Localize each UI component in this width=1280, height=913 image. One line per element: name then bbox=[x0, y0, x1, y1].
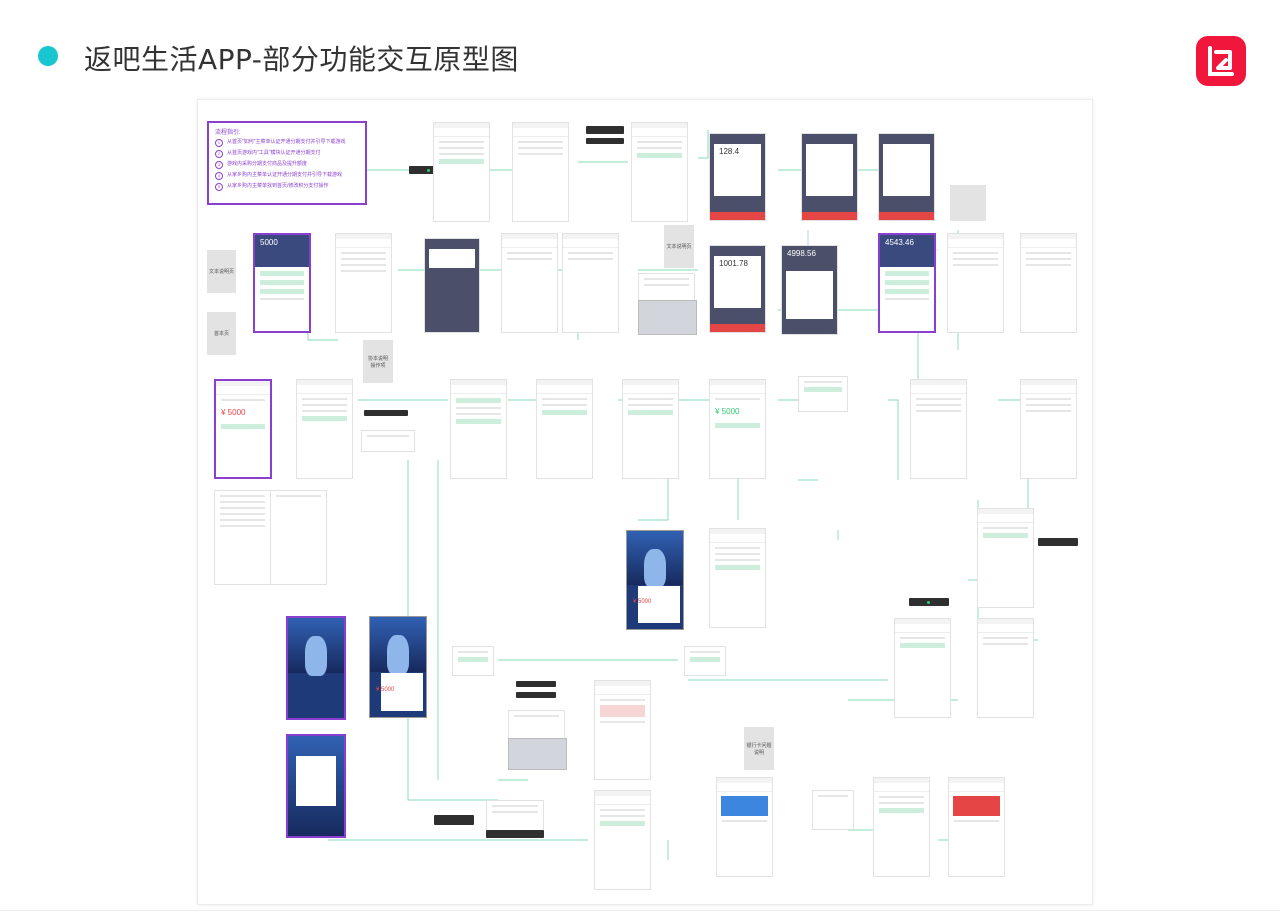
legend-text: 从家乡购内主菜单找到首页/修改积分支付操作 bbox=[227, 183, 329, 189]
fanba-logo-icon bbox=[1196, 36, 1246, 86]
toast-label bbox=[409, 166, 449, 174]
game-screen: ¥ 5000 bbox=[369, 616, 427, 718]
game-screen bbox=[286, 734, 346, 838]
game-screen bbox=[286, 616, 346, 720]
text-note: 文本说明页 bbox=[207, 250, 236, 293]
legend-item: 3 游戏内采购分期支付商品及提升额度 bbox=[215, 161, 359, 169]
phone-screen bbox=[622, 379, 679, 479]
dialog-box bbox=[361, 430, 415, 452]
phone-screen bbox=[512, 122, 569, 222]
phone-screen bbox=[424, 238, 480, 333]
flow-legend: 流程指引: 1 从首页"如何"主菜单认证开通分期支付并引导下载游戏 2 从首页游戏内… bbox=[207, 121, 367, 205]
legend-item: 5 从家乡购内主菜单找到首页/修改积分支付操作 bbox=[215, 183, 359, 191]
toast-label bbox=[1038, 538, 1078, 546]
balance-amount: 128.4 bbox=[719, 147, 740, 156]
toast-label bbox=[909, 598, 949, 606]
page-title: 返吧生活APP-部分功能交互原型图 bbox=[84, 43, 519, 76]
phone-screen bbox=[433, 122, 490, 222]
phone-screen bbox=[594, 790, 651, 890]
legend-number: 3 bbox=[215, 161, 223, 169]
legend-item: 1 从首页"如何"主菜单认证开通分期支付并引导下载游戏 bbox=[215, 139, 359, 147]
toast-label bbox=[364, 410, 408, 416]
balance-amount: 4543.46 bbox=[885, 238, 914, 247]
phone-screen bbox=[1020, 233, 1077, 333]
phone-screen-home: 4543.46 bbox=[878, 233, 936, 333]
text-note: 首本页 bbox=[207, 312, 236, 355]
dialog-box bbox=[684, 646, 726, 676]
credit-amount: ¥ 5000 bbox=[715, 407, 740, 416]
legend-number: 4 bbox=[215, 172, 223, 180]
phone-screen bbox=[631, 122, 688, 222]
phone-screen: ¥ 5000 bbox=[709, 379, 766, 479]
phone-screen bbox=[873, 777, 930, 877]
prototype-canvas: 流程指引: 1 从首页"如何"主菜单认证开通分期支付并引导下载游戏 2 从首页游戏内… bbox=[197, 99, 1093, 905]
legend-title: 流程指引: bbox=[215, 130, 241, 136]
legend-text: 游戏内采购分期支付商品及提升额度 bbox=[227, 161, 308, 167]
toast-label bbox=[586, 126, 624, 134]
phone-screen bbox=[501, 233, 558, 333]
dialog-box bbox=[452, 646, 494, 676]
game-screen: ¥ 5000 bbox=[626, 530, 684, 630]
phone-screen bbox=[947, 233, 1004, 333]
toast-label bbox=[486, 830, 544, 838]
phone-screen bbox=[977, 508, 1034, 608]
legend-number: 5 bbox=[215, 183, 223, 191]
legend-number: 1 bbox=[215, 139, 223, 147]
toast-label bbox=[516, 681, 556, 687]
phone-screen bbox=[716, 777, 773, 877]
phone-screen bbox=[894, 618, 951, 718]
phone-screen bbox=[709, 528, 766, 628]
phone-screen: 1001.78 bbox=[709, 245, 766, 333]
credit-amount: ¥ 5000 bbox=[633, 599, 652, 606]
phone-screen-home: 5000 bbox=[253, 233, 311, 333]
text-note: 文本说明页 bbox=[664, 225, 694, 268]
balance-amount: 1001.78 bbox=[719, 259, 748, 268]
phone-screen bbox=[948, 777, 1005, 877]
credit-amount: ¥ 5000 bbox=[221, 408, 246, 417]
phone-screen bbox=[801, 133, 858, 221]
phone-screen bbox=[977, 618, 1034, 718]
phone-screen bbox=[878, 133, 935, 221]
legend-text: 从首页"如何"主菜单认证开通分期支付并引导下载游戏 bbox=[227, 139, 346, 145]
legend-text: 从家乡购内主菜单认证开通分期支付并引导下载游戏 bbox=[227, 172, 343, 178]
phone-screen bbox=[536, 379, 593, 479]
phone-screen: 128.4 bbox=[709, 133, 766, 221]
dialog-box bbox=[798, 376, 848, 412]
phone-screen bbox=[910, 379, 967, 479]
text-note: 协本说明 操作项 bbox=[363, 340, 393, 383]
numeric-keyboard[interactable] bbox=[638, 300, 697, 335]
phone-screen bbox=[594, 680, 651, 780]
phone-screen bbox=[335, 233, 392, 333]
toast-label bbox=[516, 692, 556, 698]
phone-screen bbox=[1020, 379, 1077, 479]
text-page bbox=[270, 490, 327, 585]
toast-label bbox=[586, 138, 624, 144]
text-page bbox=[214, 490, 271, 585]
phone-screen: 4998.56 bbox=[781, 245, 838, 335]
info-note bbox=[950, 185, 986, 221]
numeric-keyboard[interactable] bbox=[508, 738, 567, 770]
footer-rule bbox=[0, 910, 1280, 911]
legend-item: 2 从首页游戏内"工具"模块认证开通分期支付 bbox=[215, 150, 359, 158]
credit-amount: ¥ 5000 bbox=[376, 687, 395, 693]
toast-label bbox=[434, 815, 474, 825]
balance-amount: 4998.56 bbox=[787, 249, 816, 258]
phone-screen bbox=[562, 233, 619, 333]
phone-screen bbox=[296, 379, 353, 479]
text-note: 银行卡问题说明 bbox=[744, 727, 774, 770]
title-bullet-icon bbox=[38, 46, 58, 66]
credit-amount: 5000 bbox=[260, 238, 278, 247]
phone-screen bbox=[450, 379, 507, 479]
legend-item: 4 从家乡购内主菜单认证开通分期支付并引导下载游戏 bbox=[215, 172, 359, 180]
legend-text: 从首页游戏内"工具"模块认证开通分期支付 bbox=[227, 150, 321, 156]
legend-number: 2 bbox=[215, 150, 223, 158]
dialog-box bbox=[812, 790, 854, 830]
phone-screen: ¥ 5000 bbox=[214, 379, 272, 479]
